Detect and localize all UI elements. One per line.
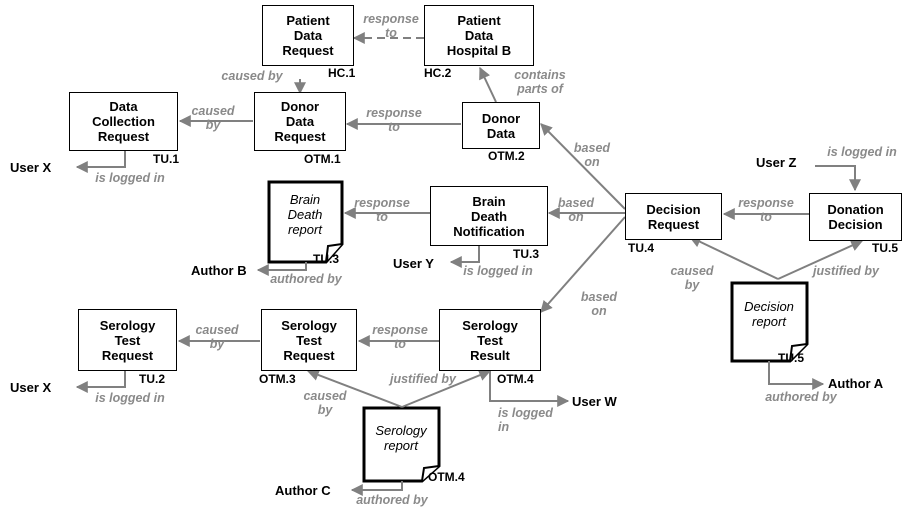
author-c: Author C <box>275 483 331 498</box>
edge-caused-by-otm3 <box>306 369 403 408</box>
edge-authored-by-b <box>256 262 307 276</box>
label-authored-by-c: authored by <box>356 493 428 507</box>
user-y: User Y <box>393 256 434 271</box>
edge-logged-in-x-top <box>75 151 126 173</box>
tag-tu2: TU.2 <box>139 372 166 386</box>
label-caused-by-otm3: caused by <box>303 389 347 417</box>
edge-logged-in-x-bottom <box>75 371 126 393</box>
user-z: User Z <box>756 155 797 170</box>
edge-logged-in-y <box>449 246 480 268</box>
edge-caused-by-decision <box>688 236 779 280</box>
tag-tu4: TU.4 <box>628 241 655 255</box>
label-response-to-decision: response to <box>738 196 794 224</box>
doc-brain-death-report: Brain Death report <box>287 191 323 237</box>
label-is-logged-in-z: is logged in <box>827 145 897 159</box>
tag-hc2: HC.2 <box>424 66 452 80</box>
label-response-to-donor: response to <box>366 106 422 134</box>
tag-tu5-report: TU.5 <box>778 351 805 365</box>
label-is-logged-in-y: is logged in <box>463 264 533 278</box>
node-patient-data-hospital-b: Patient Data Hospital B <box>424 5 534 66</box>
author-b: Author B <box>191 263 247 278</box>
doc-decision-report: Decision report <box>744 299 794 329</box>
decision-report-fold <box>789 343 808 362</box>
label-authored-by-a: authored by <box>765 390 837 404</box>
label-justified-by-decision: justified by <box>813 264 879 278</box>
tag-hc1: HC.1 <box>328 66 356 80</box>
label-is-logged-in-w: is logged in <box>498 406 553 434</box>
label-is-logged-in-x-bottom: is logged in <box>95 391 165 405</box>
node-donor-data: Donor Data <box>462 102 540 149</box>
doc-serology-report: Serology report <box>375 423 427 453</box>
label-based-on-serology: based on <box>580 290 618 318</box>
edge-based-on-serology <box>540 216 626 313</box>
tag-tu3-notification: TU.3 <box>513 247 540 261</box>
node-brain-death-notification: Brain Death Notification <box>430 186 548 246</box>
label-based-on-donor: based on <box>573 141 611 169</box>
brain-death-report-fold <box>325 243 343 263</box>
tag-tu1: TU.1 <box>153 152 180 166</box>
label-response-to-serology: response to <box>372 323 428 351</box>
edge-authored-by-a <box>768 361 825 390</box>
label-caused-by-hc1: caused by <box>221 69 283 83</box>
user-w: User W <box>572 394 617 409</box>
serology-report-fold <box>421 465 440 482</box>
label-response-to-brain: response to <box>354 196 410 224</box>
edge-authored-by-c <box>350 481 403 496</box>
edge-logged-in-z <box>815 165 861 192</box>
label-is-logged-in-x-top: is logged in <box>95 171 165 185</box>
tag-otm3: OTM.3 <box>259 372 296 386</box>
label-based-on-brain: based on <box>557 196 595 224</box>
node-donation-decision: Donation Decision <box>809 193 902 241</box>
edge-logged-in-w <box>489 371 570 407</box>
user-x-bottom: User X <box>10 380 52 395</box>
node-data-collection-request: Data Collection Request <box>69 92 178 151</box>
label-authored-by-b: authored by <box>270 272 342 286</box>
node-decision-request: Decision Request <box>625 193 722 240</box>
label-caused-by-decision: caused by <box>670 264 714 292</box>
user-x-top: User X <box>10 160 52 175</box>
label-contains-parts-of: contains parts of <box>514 68 566 96</box>
tag-otm1: OTM.1 <box>304 152 341 166</box>
edge-justified-by-decision <box>777 239 864 280</box>
label-caused-by-dcr: caused by <box>191 104 235 132</box>
label-justified-by-serology: justified by <box>390 372 456 386</box>
edge-contains-parts <box>479 66 497 103</box>
edge-based-on-donor <box>540 123 626 210</box>
node-patient-data-request: Patient Data Request <box>262 5 354 66</box>
tag-otm4-report: OTM.4 <box>428 470 465 484</box>
tag-tu5-decision: TU.5 <box>872 241 899 255</box>
node-serology-test-result: Serology Test Result <box>439 309 541 371</box>
node-donor-data-request: Donor Data Request <box>254 92 346 151</box>
label-caused-by-serology: caused by <box>195 323 239 351</box>
tag-otm2: OTM.2 <box>488 149 525 163</box>
edge-justified-by-serology <box>401 369 492 408</box>
node-serology-test-request-b: Serology Test Request <box>261 309 357 371</box>
tag-tu3-report: TU.3 <box>313 252 340 266</box>
node-serology-test-request-a: Serology Test Request <box>78 309 177 371</box>
author-a: Author A <box>828 376 884 391</box>
label-response-to-patient: response to <box>363 12 419 40</box>
tag-otm4-result: OTM.4 <box>497 372 534 386</box>
